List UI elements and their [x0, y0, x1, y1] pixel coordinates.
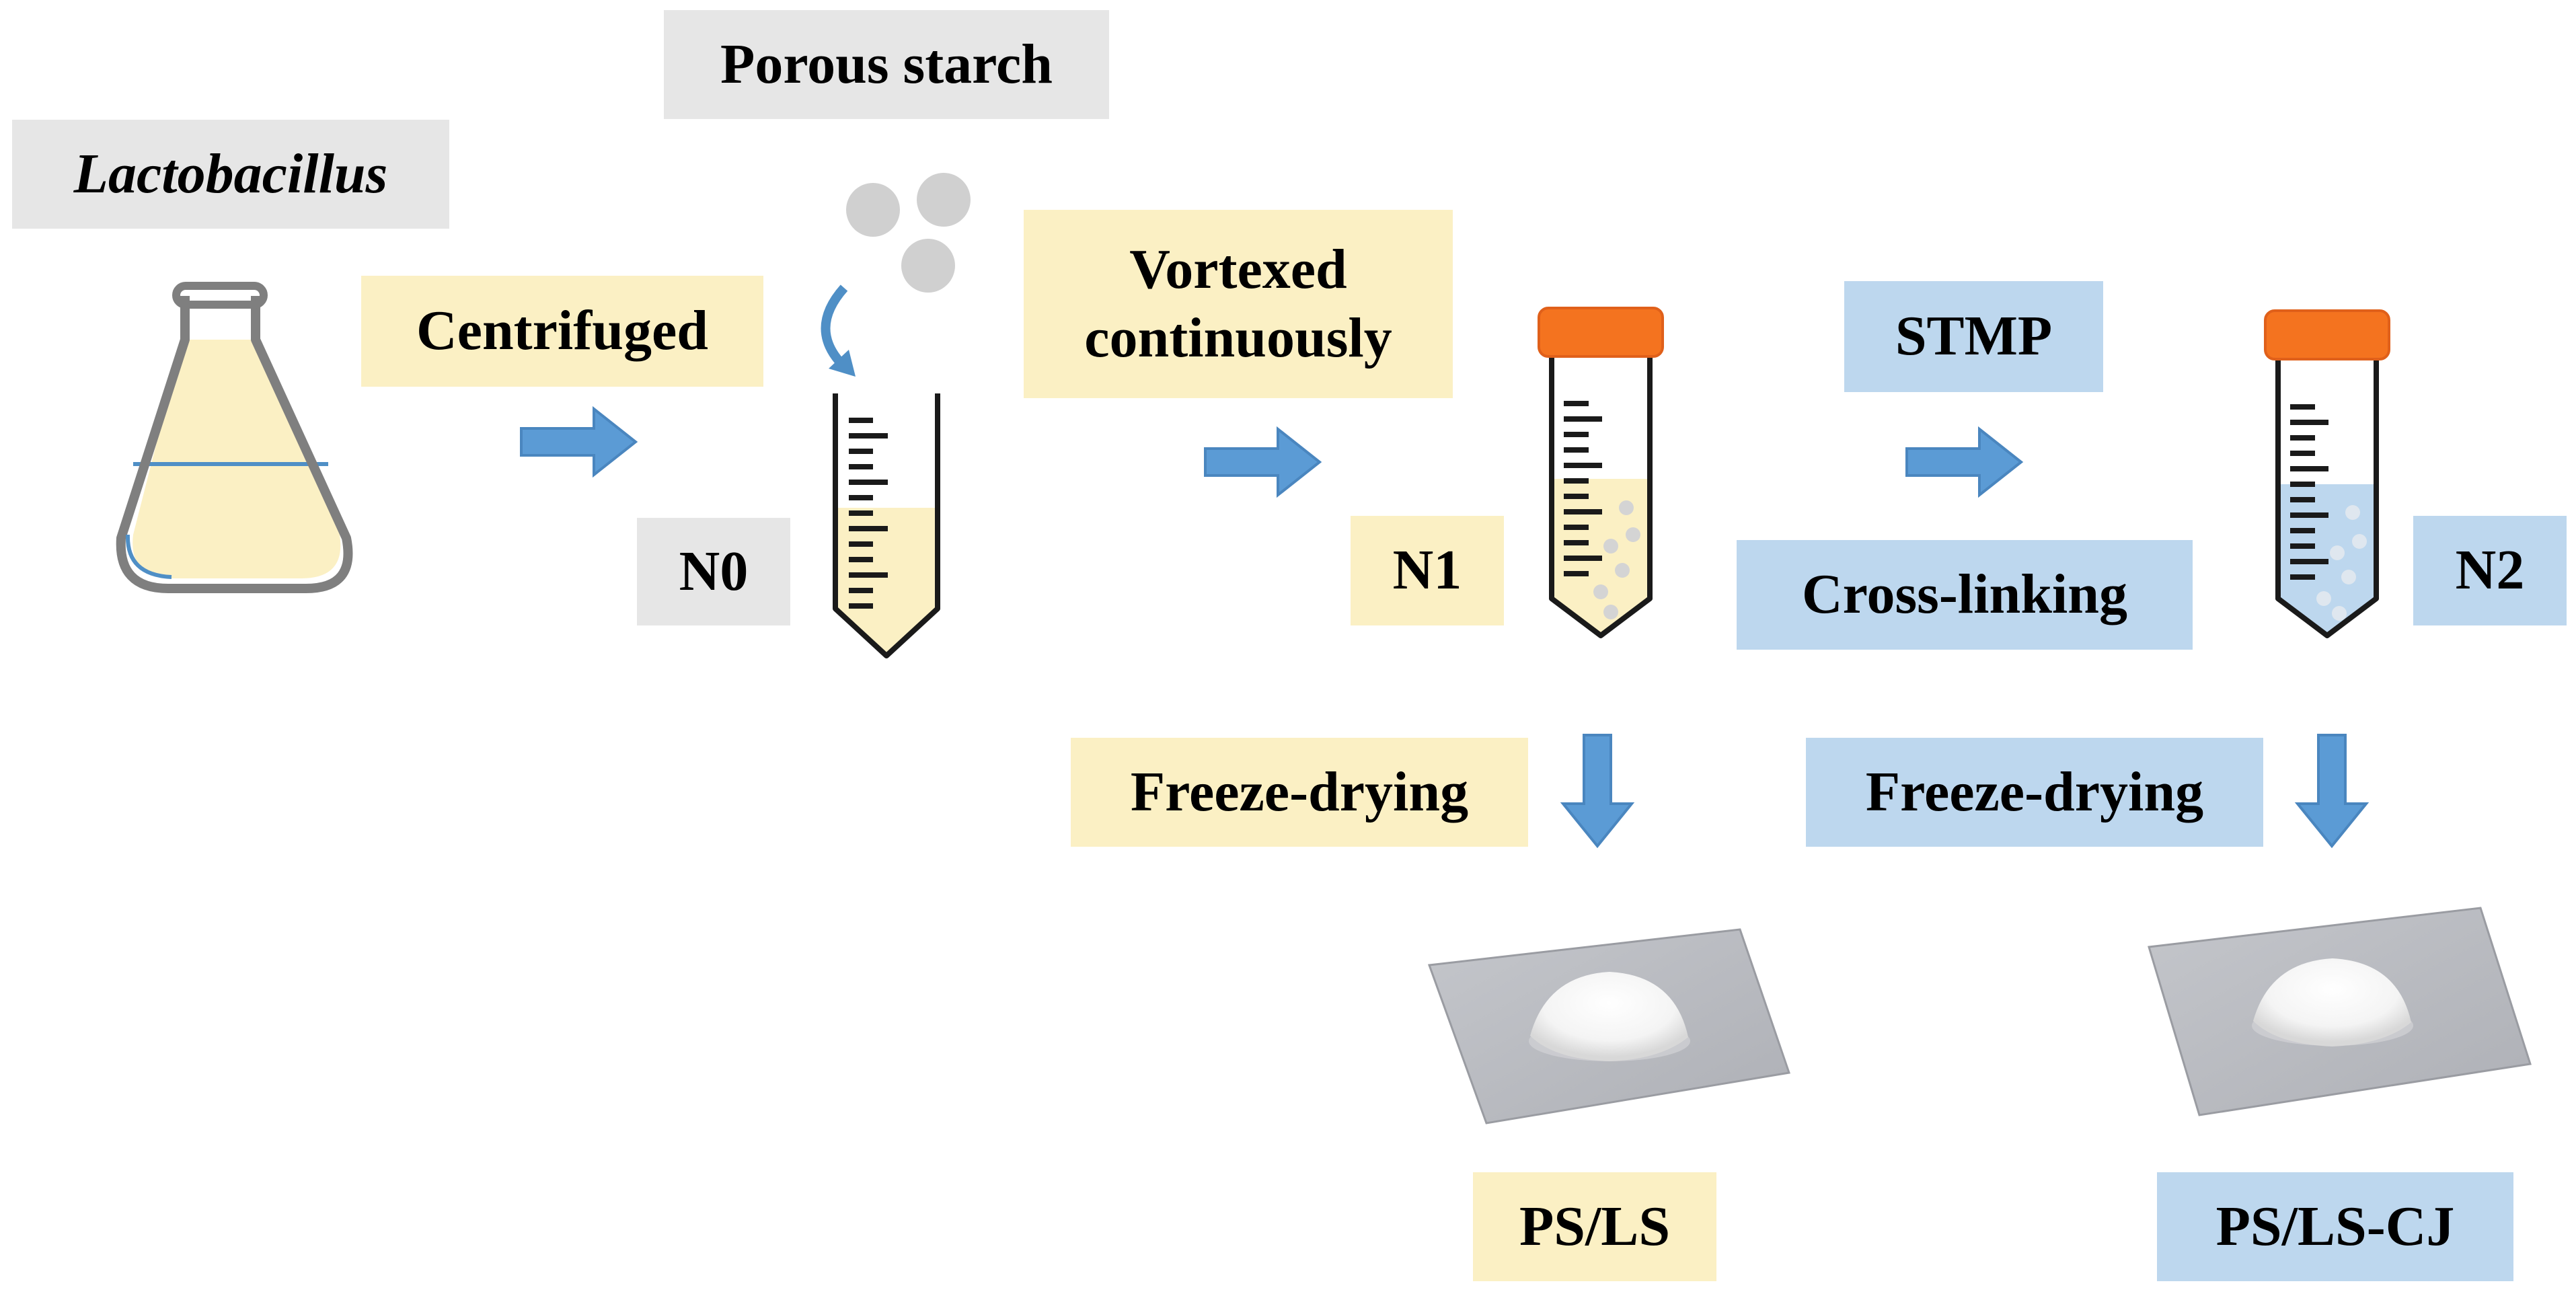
curved-arrow-icon — [821, 284, 848, 370]
powder-sample-ps-ls-cj — [2148, 907, 2532, 1116]
right-arrow-icon — [520, 406, 638, 478]
continuously-line: continuously — [1084, 307, 1392, 369]
n2-label: N2 — [2413, 516, 2567, 625]
flask-icon — [116, 282, 353, 593]
vortexed-line: Vortexed — [1129, 237, 1347, 301]
ps-ls-label: PS/LS — [1473, 1172, 1716, 1281]
cross-linking-label: Cross-linking — [1737, 540, 2193, 650]
starch-granules-icon — [846, 173, 971, 293]
freeze-drying-label-2: Freeze-drying — [1806, 738, 2263, 847]
powder-sample-ps-ls — [1427, 928, 1790, 1125]
tube-n1-icon — [1538, 307, 1664, 638]
right-arrow-icon — [1204, 426, 1322, 498]
curved-arrow-head-icon — [829, 350, 856, 377]
down-arrow-icon — [1560, 734, 1635, 849]
ps-ls-cj-label: PS/LS-CJ — [2157, 1172, 2513, 1281]
n1-label: N1 — [1351, 516, 1504, 625]
porous-starch-label: Porous starch — [664, 10, 1109, 119]
tube-n2-icon — [2264, 309, 2390, 638]
centrifuged-label: Centrifuged — [361, 276, 763, 387]
tube-n0-icon — [833, 393, 940, 658]
freeze-drying-label-1: Freeze-drying — [1071, 738, 1528, 847]
n0-label: N0 — [637, 518, 790, 625]
cap-icon — [2264, 309, 2390, 360]
down-arrow-icon — [2294, 734, 2370, 849]
cap-icon — [1538, 307, 1664, 358]
lactobacillus-label: Lactobacillus — [12, 120, 449, 229]
vortexed-continuously-label: Vortexed continuously — [1024, 210, 1453, 398]
stmp-label: STMP — [1844, 281, 2103, 392]
right-arrow-icon — [1905, 426, 2024, 498]
